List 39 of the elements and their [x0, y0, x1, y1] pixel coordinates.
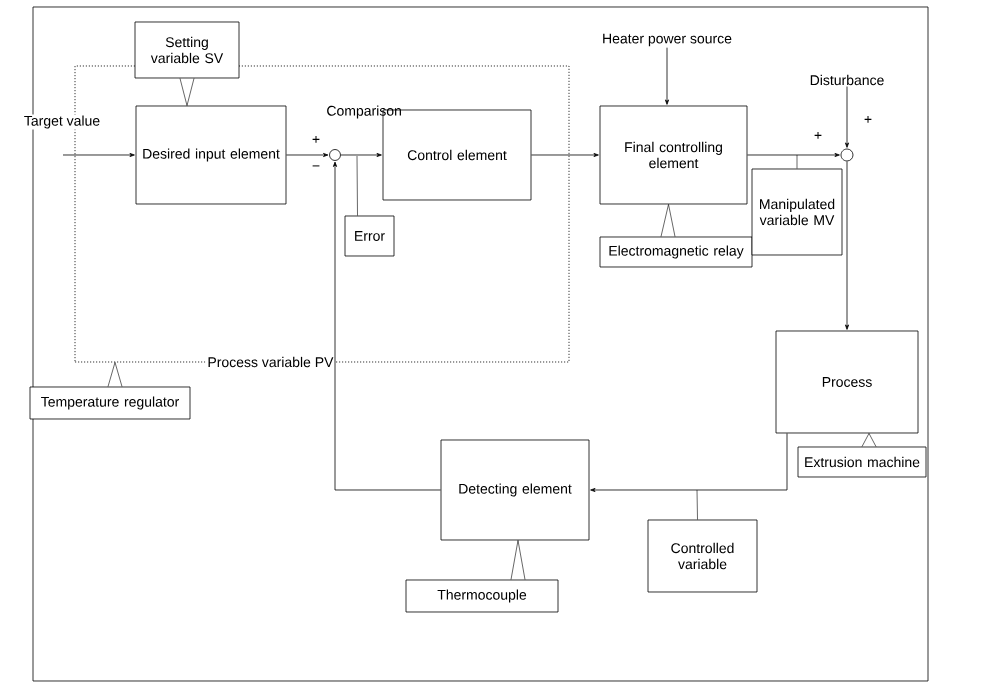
callout-box: Thermocouple: [405, 579, 559, 613]
leader-line: [356, 155, 358, 216]
sign-label: +: [814, 131, 822, 139]
callout-box: Error: [344, 215, 395, 257]
arrow: [531, 153, 599, 157]
sign-label: +: [864, 115, 872, 123]
callout-box: Electromagnetic relay: [599, 236, 753, 268]
arrow: [340, 153, 382, 157]
leader-line: [796, 154, 798, 169]
leader-line: [861, 433, 877, 447]
block-box: Process: [775, 330, 919, 434]
arrow: [747, 153, 840, 157]
callout-box: Controlled variable: [647, 519, 758, 593]
leader-line: [107, 362, 123, 387]
arrow: [845, 161, 850, 330]
source-label: Disturbance: [810, 74, 884, 86]
callout-box: Setting variable SV: [134, 21, 240, 79]
block-box: Final controlling element: [599, 105, 748, 205]
callout-box: Manipulated variable MV: [751, 168, 843, 256]
block-box: Desired input element: [135, 105, 287, 205]
arrow: [333, 161, 441, 491]
arrow: [665, 47, 669, 105]
source-label: Heater power source: [603, 33, 732, 47]
leader-line: [660, 204, 676, 237]
sign-label: +: [312, 135, 320, 143]
arrow: [845, 86, 850, 148]
block-box: Detecting element: [440, 439, 590, 541]
signal-label: Comparison: [327, 105, 401, 119]
leader-line: [179, 78, 195, 106]
arrow: [590, 433, 788, 492]
edge-label: Target value: [22, 114, 102, 130]
arrow: [286, 153, 329, 157]
arrow: [62, 153, 135, 157]
signal-label: Process variable PV: [205, 354, 336, 370]
sign-label: −: [312, 165, 320, 167]
callout-box: Temperature regulator: [29, 386, 191, 420]
callout-box: Extrusion machine: [797, 446, 927, 478]
leader-line: [510, 540, 526, 580]
leader-line: [696, 489, 698, 520]
